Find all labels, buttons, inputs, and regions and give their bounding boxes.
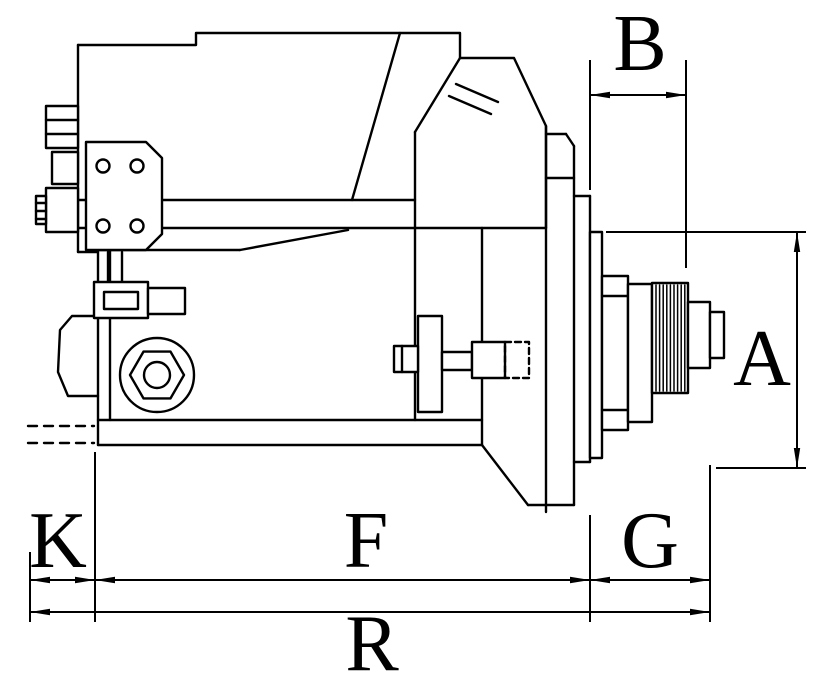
left-boss bbox=[56, 314, 100, 398]
dimension-b bbox=[589, 60, 687, 268]
dimension-g bbox=[590, 465, 711, 622]
dimension-a bbox=[606, 231, 806, 469]
bracket-hole-bottom-right bbox=[129, 218, 145, 234]
flange-pilot-step bbox=[588, 230, 604, 460]
bracket-hole-bottom-left bbox=[95, 218, 111, 234]
housing-rib-hatch-2 bbox=[447, 94, 493, 116]
dimension-label-a: A bbox=[733, 315, 791, 403]
shaft-section-hidden bbox=[503, 340, 531, 380]
housing-bottom-slant bbox=[480, 443, 530, 507]
dimension-labels: B A K F G R bbox=[29, 0, 791, 678]
terminal-block bbox=[34, 104, 80, 234]
gear-spacer bbox=[626, 282, 654, 424]
nut-center-hole bbox=[142, 360, 172, 390]
bolt-head bbox=[392, 344, 420, 374]
bolt-bracket bbox=[416, 314, 444, 414]
bracket-hole-top-right bbox=[129, 158, 145, 174]
nut-hexagon bbox=[128, 350, 186, 400]
clamp-window bbox=[102, 290, 140, 311]
dimension-label-b: B bbox=[613, 0, 666, 88]
through-bolt-assembly bbox=[392, 314, 531, 414]
drive-housing-left-slant bbox=[413, 56, 462, 134]
gear-hub-flange bbox=[600, 274, 630, 432]
terminal-lower bbox=[44, 186, 80, 234]
dimension-f bbox=[95, 515, 591, 622]
mounting-bracket bbox=[84, 140, 164, 252]
armature-shaft bbox=[686, 300, 712, 370]
dimension-label-r: R bbox=[345, 600, 399, 678]
shaft-section-small bbox=[440, 350, 474, 372]
mounting-flange bbox=[544, 124, 604, 514]
pinion-gear-assembly bbox=[600, 274, 726, 432]
shaft-section-large bbox=[470, 340, 507, 380]
yoke-joint-diagonal bbox=[350, 31, 402, 202]
pivot-clamp bbox=[92, 250, 187, 320]
clamp-body bbox=[92, 280, 150, 320]
dimension-label-k: K bbox=[29, 497, 87, 585]
terminal-middle bbox=[50, 150, 80, 186]
lower-body-top-slant bbox=[238, 228, 350, 252]
shaft-tip bbox=[708, 310, 726, 360]
bracket-hole-top-left bbox=[95, 158, 111, 174]
hex-nut-boss bbox=[118, 336, 196, 414]
bracket-plate bbox=[84, 140, 164, 252]
motor-body bbox=[26, 31, 548, 507]
flange-ear-chamfer bbox=[564, 132, 576, 148]
gear-teeth-hatching bbox=[655, 284, 686, 392]
dimension-label-g: G bbox=[621, 497, 679, 585]
dimension-label-f: F bbox=[344, 497, 389, 585]
housing-rib-hatch-1 bbox=[454, 82, 500, 104]
nut-boss-circle bbox=[118, 336, 196, 414]
terminal-upper bbox=[44, 104, 80, 150]
clamp-arm bbox=[146, 286, 187, 316]
body-top-outline bbox=[76, 31, 548, 230]
